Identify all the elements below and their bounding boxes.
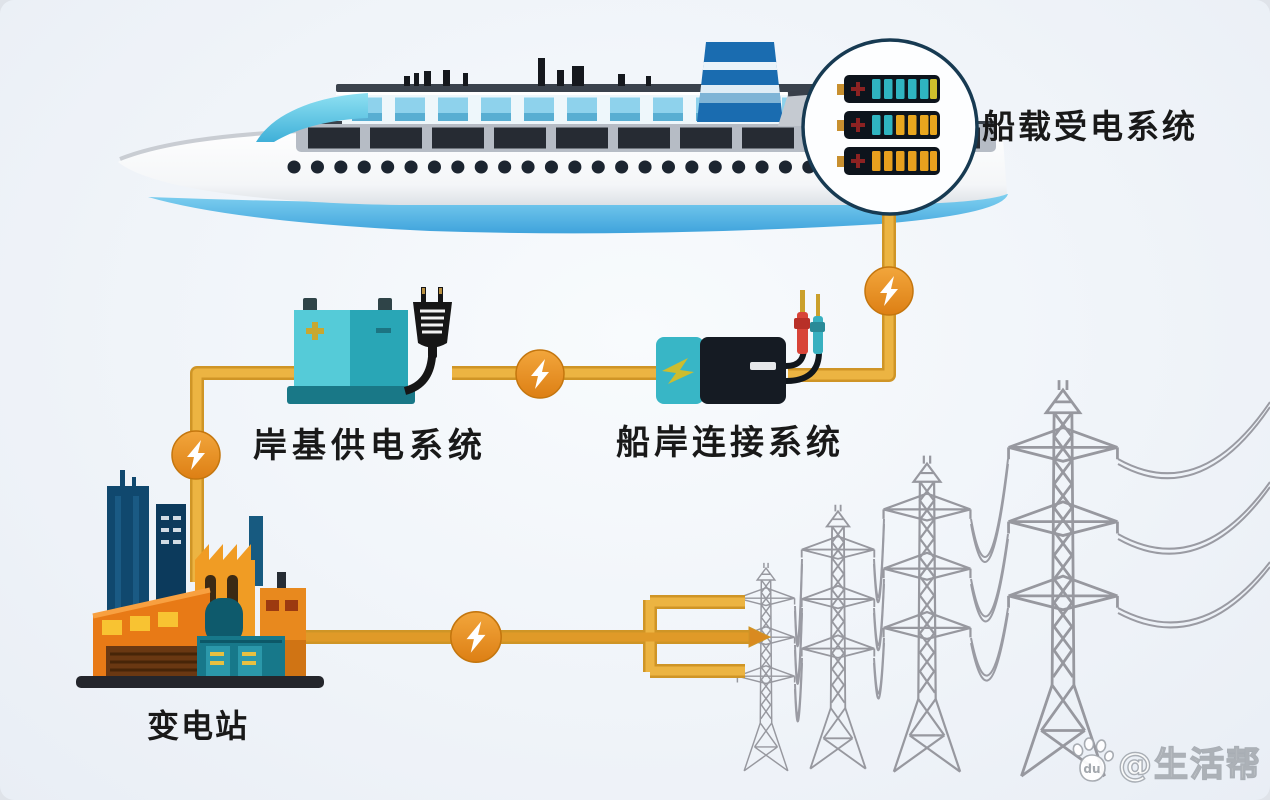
transmission-towers: [736, 378, 1270, 778]
wire-arrow: [748, 626, 772, 648]
label-ship-power-receiving-system: 船载受电系统: [982, 107, 1198, 146]
transformer-boxes: [197, 636, 285, 680]
power-lines: [794, 401, 1270, 723]
battery-plus: [306, 322, 324, 340]
paw-du-text: du: [1083, 762, 1100, 776]
connector-bolt-glyph: [662, 358, 694, 384]
battery-module: [837, 75, 940, 103]
funnel: [697, 42, 783, 122]
plug-icon: [403, 287, 452, 395]
probe-teal: [810, 294, 825, 354]
shore-power-supply-device: [287, 287, 452, 404]
substation-illustration: [76, 470, 324, 688]
label-ship-shore-connection-system: 船岸连接系统: [616, 423, 844, 463]
mast-icons: [404, 58, 651, 86]
substation-left-building: [92, 587, 211, 680]
lightning-icon: [515, 349, 565, 399]
probe-red: [794, 290, 810, 354]
ship-shore-connection-device: [656, 290, 825, 404]
callout-circle: [801, 38, 979, 216]
watermark-text: @生活帮: [1117, 744, 1262, 785]
bow-wing: [256, 93, 368, 142]
watermark: du @生活帮: [1068, 736, 1262, 786]
lightning-icon: [450, 611, 502, 663]
lightning-icon: [864, 266, 914, 316]
paw-icon: du: [1072, 737, 1115, 782]
lightning-icon: [171, 430, 221, 480]
power-wires: [190, 212, 896, 678]
battery-module: [837, 147, 940, 175]
battery-module: [837, 111, 940, 139]
label-substation: 变电站: [147, 707, 250, 745]
label-shore-power-supply-system: 岸基供电系统: [253, 426, 487, 466]
